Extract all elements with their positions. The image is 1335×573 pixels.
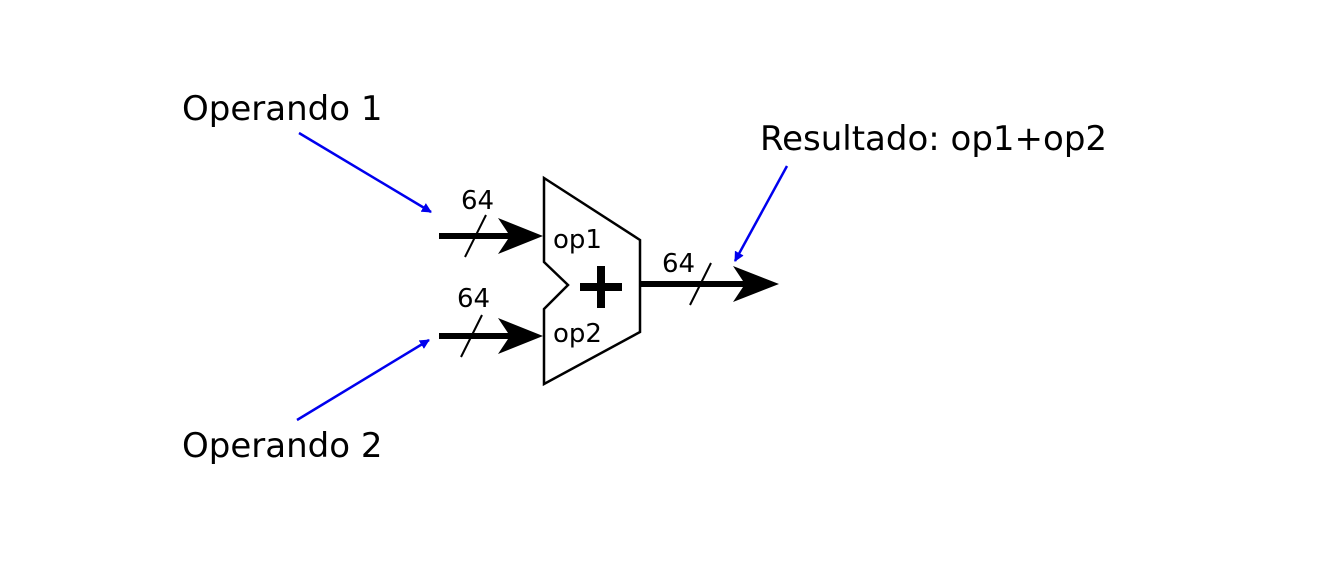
input-bus-1: 64 (439, 186, 543, 258)
operand-1-label: Operando 1 (182, 89, 382, 129)
input-1-arrowhead (498, 218, 543, 254)
plus-operator-symbol (580, 266, 622, 308)
result-pointer-arrow (733, 165, 789, 262)
input-2-bus-width: 64 (457, 284, 490, 314)
result-label: Resultado: op1+op2 (760, 119, 1107, 159)
output-bus: 64 (640, 249, 779, 306)
input-bus-2: 64 (439, 284, 543, 358)
adder-block: op1 op2 (542, 175, 642, 387)
operand-1-pointer-arrow (298, 131, 432, 214)
operand-2-pointer-arrow (296, 338, 430, 422)
operand-2-label: Operando 2 (182, 426, 382, 466)
bus-width-slash-2 (460, 314, 483, 358)
input-1-bus-width: 64 (461, 186, 494, 216)
output-arrowhead (733, 266, 779, 302)
bus-width-slash-out (689, 262, 712, 306)
port-op2-label: op2 (553, 319, 602, 349)
input-2-arrowhead (498, 318, 543, 354)
adder-outline (542, 175, 642, 387)
bus-width-slash-1 (464, 214, 487, 258)
port-op1-label: op1 (553, 225, 602, 255)
output-bus-width: 64 (662, 249, 695, 279)
